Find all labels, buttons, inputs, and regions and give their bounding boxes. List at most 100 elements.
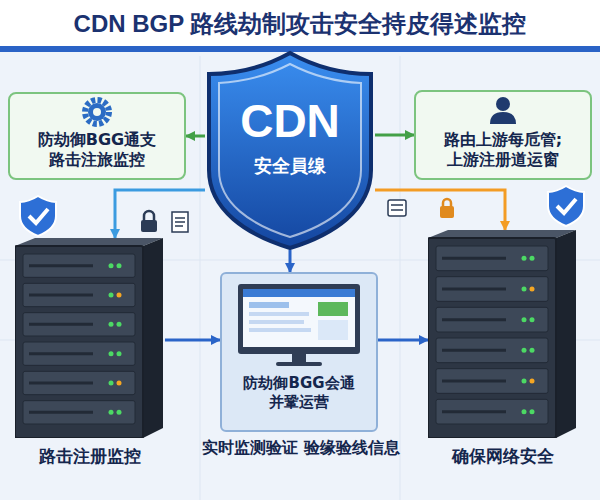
rack-front: [428, 238, 556, 438]
rack-side: [556, 230, 576, 438]
rack-unit: [436, 307, 548, 332]
title-band: [0, 0, 600, 46]
rack-unit: [436, 399, 548, 424]
status-led: [109, 351, 114, 356]
document-icon: [172, 212, 188, 232]
drive-slot: [29, 382, 93, 385]
unit-face: [23, 283, 135, 306]
upstream-box: 路由上游每卮管; 上游注册道运窗: [414, 90, 592, 180]
grid-lines: [400, 56, 401, 500]
status-led: [109, 322, 114, 327]
server-icon: [388, 200, 406, 216]
gear-icon: [85, 100, 109, 124]
monitor-icon: [243, 289, 355, 347]
status-led: [530, 287, 535, 292]
server-rack: 路击注册监控: [15, 238, 165, 438]
node-label: 路由上游每卮管; 上游注册道运窗: [424, 130, 582, 170]
rack-unit: [23, 283, 135, 306]
status-led: [117, 381, 122, 386]
document-icon: [172, 212, 188, 232]
status-led: [522, 317, 527, 322]
text-holder: 防劫御BGG通支 路击注旅监控: [18, 130, 176, 170]
monitor-icon: [292, 354, 306, 362]
rack-front: [15, 246, 143, 438]
rack-unit: [436, 277, 548, 302]
unit-face: [23, 313, 135, 336]
drive-slot: [442, 410, 506, 413]
monitor-icon: [249, 328, 311, 332]
unit-face: [436, 277, 548, 302]
drive-slot: [442, 318, 506, 321]
defense-box: 防劫御BGG通支 路击注旅监控: [8, 92, 186, 180]
monitor-icon: [249, 320, 304, 324]
rack-side: [143, 238, 163, 438]
rack-outline: [428, 230, 578, 438]
person-icon: [496, 97, 510, 111]
monitor-icon: [249, 312, 309, 316]
node-label: CDN: [211, 96, 369, 147]
rack-top: [15, 238, 163, 246]
connector-arrow: [165, 339, 220, 342]
check-shield-icon: [20, 196, 56, 236]
check-shield-icon: [29, 209, 48, 223]
monitor-icon: [238, 284, 360, 366]
unit-face: [23, 342, 135, 365]
title-stripe: [0, 46, 600, 52]
lock-icon: [144, 211, 154, 220]
status-led: [530, 379, 535, 384]
text-holder: 确保网络安全: [398, 446, 600, 467]
gear-icon: [85, 100, 109, 124]
monitor-icon: [243, 289, 355, 297]
monitor-icon: [318, 302, 348, 316]
status-led: [522, 256, 527, 261]
connector-arrow: [115, 190, 205, 238]
status-led: [522, 409, 527, 414]
unit-face: [436, 338, 548, 363]
rack-unit: [436, 369, 548, 394]
status-led: [522, 287, 527, 292]
document-icon: [175, 221, 185, 223]
check-shield-icon: [557, 199, 576, 213]
node-label: 防劫御BGG通支 路击注旅监控: [18, 130, 176, 170]
check-shield-icon: [548, 186, 584, 226]
rack-unit: [23, 342, 135, 365]
unit-face: [436, 307, 548, 332]
status-led: [109, 381, 114, 386]
monitor-icon: [318, 320, 348, 340]
box-fill: [9, 93, 185, 179]
status-led: [530, 256, 535, 261]
rack-unit: [23, 313, 135, 336]
text-holder: 防劫御BGG会通 并鞏运营: [228, 374, 370, 412]
drive-slot: [29, 294, 93, 297]
unit-face: [23, 254, 135, 277]
connector-arrow: [186, 135, 205, 138]
grid-lines: [0, 56, 600, 500]
gear-icon: [93, 108, 101, 116]
caption-label: 确保网络安全: [398, 446, 600, 467]
drive-slot: [442, 380, 506, 383]
document-icon: [175, 225, 183, 227]
connector-arrow: [375, 190, 505, 230]
document-icon: [175, 217, 185, 219]
server-icon: [388, 200, 406, 216]
monitor-panel: 防劫御BGG会通 并鞏运营实时监测验证 验缘验线信息: [220, 272, 378, 432]
rack-unit: [23, 401, 135, 424]
status-led: [109, 410, 114, 415]
panel-fill: [221, 273, 377, 431]
server-rack: 确保网络安全: [428, 230, 578, 438]
connector-arrow: [289, 250, 292, 272]
shield-body: [209, 53, 371, 248]
lock-icon: [440, 206, 454, 218]
gear-icon: [88, 103, 106, 121]
status-led: [117, 351, 122, 356]
shield-inner-rim: [219, 64, 361, 237]
text-holder: 实时监测验证 验缘验线信息: [192, 438, 410, 458]
lock-icon: [440, 199, 454, 218]
unit-face: [23, 401, 135, 424]
status-led: [117, 293, 122, 298]
cdn-shield: CDN安全員缐: [205, 50, 375, 250]
person-icon: [490, 112, 516, 124]
caption-label: 路击注册监控: [0, 446, 195, 467]
